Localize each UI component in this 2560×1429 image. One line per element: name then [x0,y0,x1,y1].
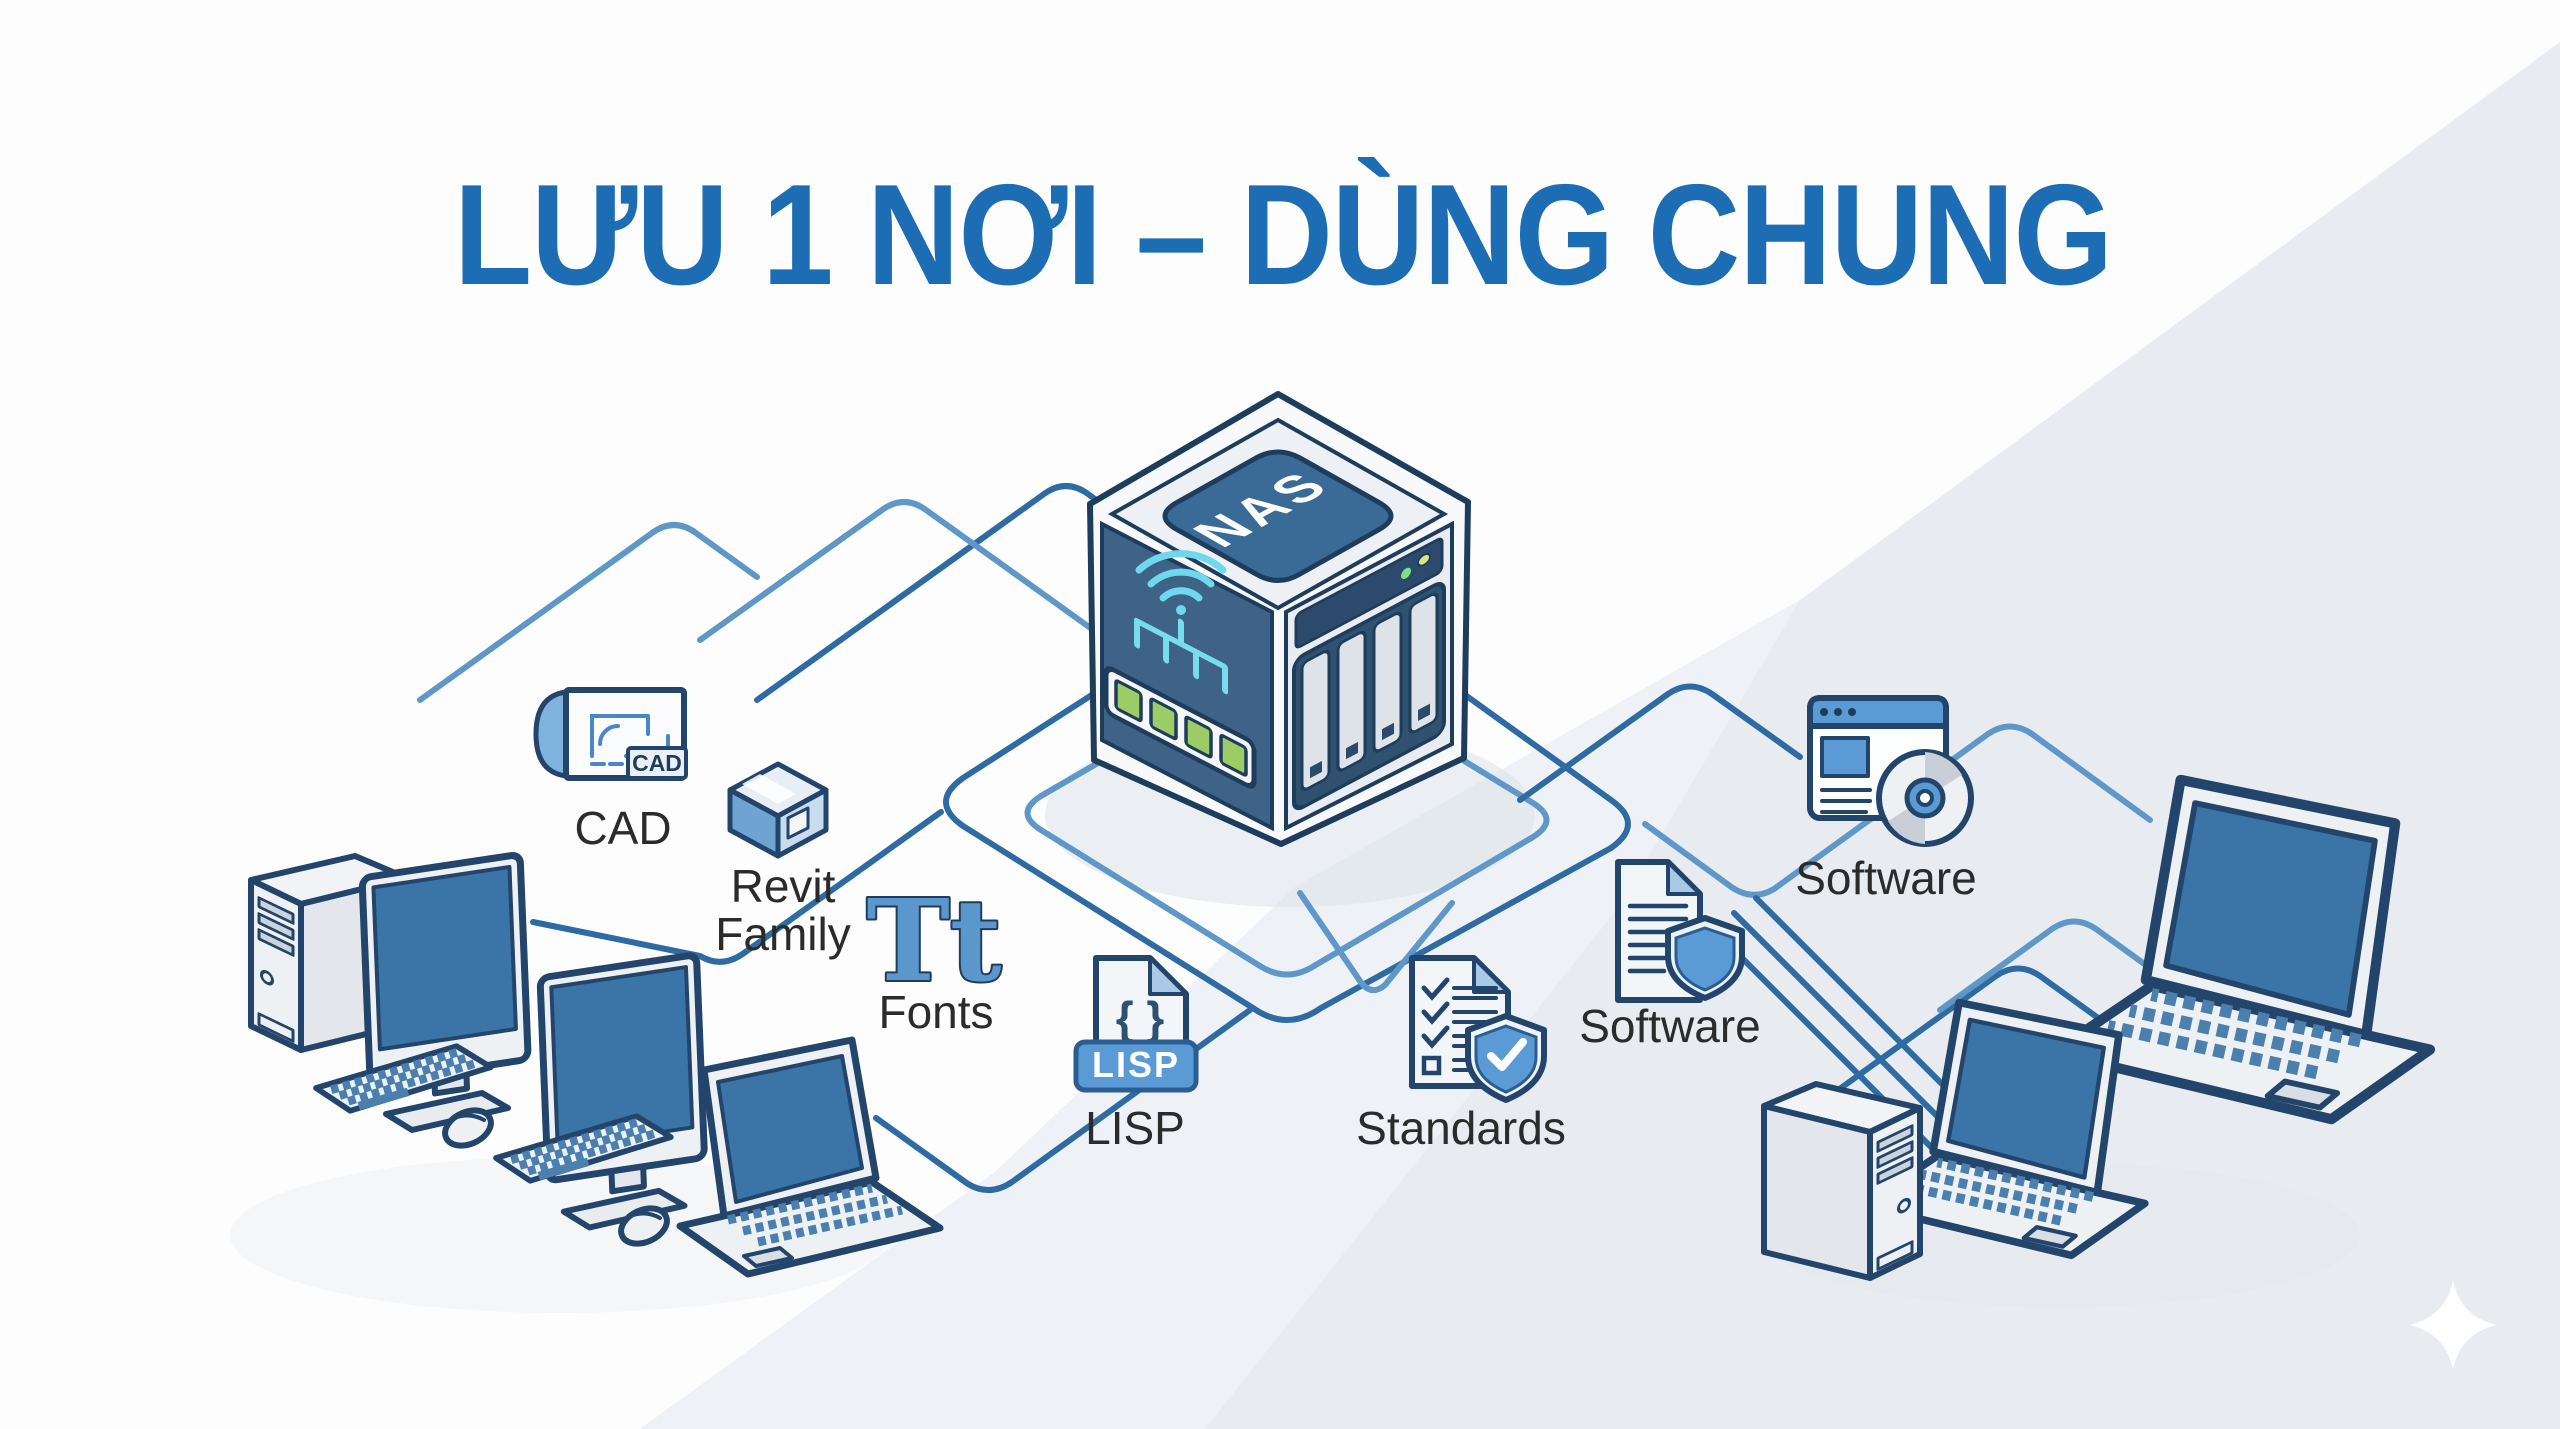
nas-device: NAS [1087,391,1471,847]
page-title: LƯU 1 NƠI – DÙNG CHUNG [454,154,2113,314]
lisp-file-icon: { } LISP [1073,955,1199,1093]
desktop-tower-right [1764,1084,1920,1278]
status-led-icon [1417,552,1431,567]
software-media-node: Software [1795,695,1977,904]
status-led-icon [1401,567,1411,580]
network-line [1297,890,1455,994]
standards-label: Standards [1356,1102,1566,1154]
drive-bays [1292,537,1446,811]
sparkle-icon [2409,1281,2497,1369]
lisp-label: LISP [1085,1102,1185,1154]
nas-top-panel [1162,449,1394,583]
cad-icon: CAD [533,687,688,781]
wifi-icon [1135,550,1227,615]
network-line [417,522,760,703]
network-line [1937,918,2218,1018]
software-doc-label: Software [1579,1000,1761,1052]
software-media-icon [1807,695,1974,847]
revit-family-label-line2: Family [715,908,850,960]
lisp-banner-text: LISP [1092,1044,1180,1085]
shield-check-icon [1465,1013,1547,1103]
shield-icon [1665,915,1745,1001]
fonts-node: Tt Fonts [864,874,1003,1038]
revit-family-node: Revit Family [715,761,851,960]
network-line [873,1007,1253,1193]
drive-bay [1336,630,1367,772]
code-braces-icon: { } [1116,992,1165,1044]
lisp-node: { } LISP LISP [1073,955,1199,1154]
cad-node: CAD CAD [533,687,688,854]
software-doc-icon [1615,859,1745,1003]
network-tree-icon [1134,617,1228,695]
revit-family-label-line1: Revit [731,860,836,912]
ethernet-port-icon [1184,715,1213,759]
software-media-label: Software [1795,852,1977,904]
ethernet-port-icon [1114,679,1143,722]
standards-node: Standards [1356,955,1566,1154]
network-line [1813,965,2198,1109]
browser-dot-icon [1848,708,1856,716]
ethernet-port-icon [1219,734,1248,777]
drive-bay [1408,592,1439,734]
network-line [754,483,1255,703]
fonts-icon: Tt [866,876,1001,1007]
cad-label: CAD [574,802,671,854]
disc-icon [1876,749,1974,847]
standards-icon [1409,955,1547,1103]
ethernet-ports [1103,666,1257,789]
network-line [1517,683,1803,803]
cad-icon-text: CAD [632,750,682,776]
drive-bay [1300,649,1331,791]
browser-dot-icon [1834,708,1842,716]
software-doc-node: Software [1579,859,1761,1052]
title-text: LƯU 1 NƠI – DÙNG CHUNG [454,154,2112,314]
network-line [697,499,1099,643]
network-line [530,809,944,965]
browser-dot-icon [1820,708,1828,716]
fonts-label: Fonts [878,986,993,1038]
drive-bay [1372,611,1403,753]
revit-family-icon [727,761,829,859]
ethernet-port-icon [1149,697,1178,741]
